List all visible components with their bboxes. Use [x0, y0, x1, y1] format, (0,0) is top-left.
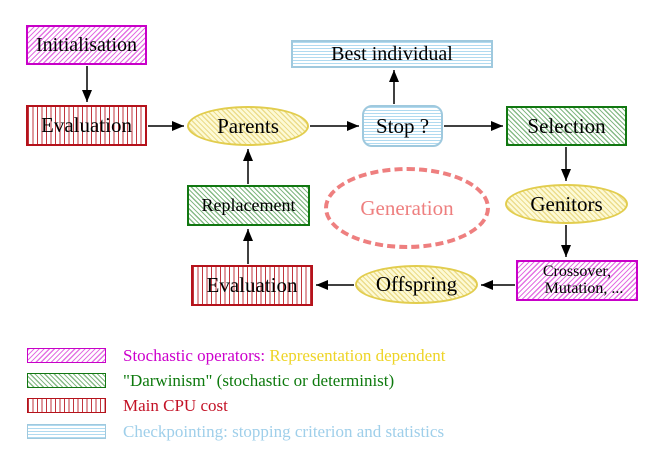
legend-swatch-stochastic-operators	[27, 348, 106, 363]
legend-suffix-representation-dependent: Representation dependent	[269, 345, 446, 365]
node-best-individual: Best individual	[291, 40, 493, 68]
legend-row-checkpointing: Checkpointing: stopping criterion and st…	[27, 421, 445, 441]
legend-swatch-darwinism	[27, 373, 106, 388]
legend-swatch-checkpointing	[27, 424, 106, 439]
legend-label-darwinism: "Darwinism" (stochastic or determinist)	[123, 370, 395, 390]
legend-row-darwinism: "Darwinism" (stochastic or determinist)	[27, 370, 395, 390]
node-crossover-mutation: Crossover, Mutation, ...	[516, 260, 638, 301]
node-stop: Stop ?	[362, 105, 443, 147]
mutation-line: Mutation, ...	[544, 279, 624, 297]
generation-loop-ellipse: Generation	[324, 167, 490, 249]
node-replacement: Replacement	[187, 185, 310, 226]
legend-swatch-main-cpu-cost	[27, 398, 106, 413]
node-evaluation-top: Evaluation	[26, 105, 147, 146]
node-initialisation: Initialisation	[26, 25, 147, 65]
node-parents: Parents	[187, 106, 309, 146]
legend-label-stochastic-operators: Stochastic operators:	[123, 345, 266, 365]
node-selection: Selection	[506, 106, 627, 146]
legend-label-checkpointing: Checkpointing: stopping criterion and st…	[123, 421, 445, 441]
node-evaluation-bottom: Evaluation	[191, 265, 313, 306]
legend-row-stochastic-operators: Stochastic operators: Representation dep…	[27, 345, 446, 365]
node-offspring: Offspring	[355, 265, 478, 304]
legend-row-main-cpu-cost: Main CPU cost	[27, 395, 228, 415]
crossover-line: Crossover,	[542, 262, 612, 280]
legend-label-main-cpu-cost: Main CPU cost	[123, 395, 228, 415]
crossover-mutation-label: Crossover, Mutation, ...	[538, 262, 623, 298]
node-genitors: Genitors	[505, 184, 628, 224]
